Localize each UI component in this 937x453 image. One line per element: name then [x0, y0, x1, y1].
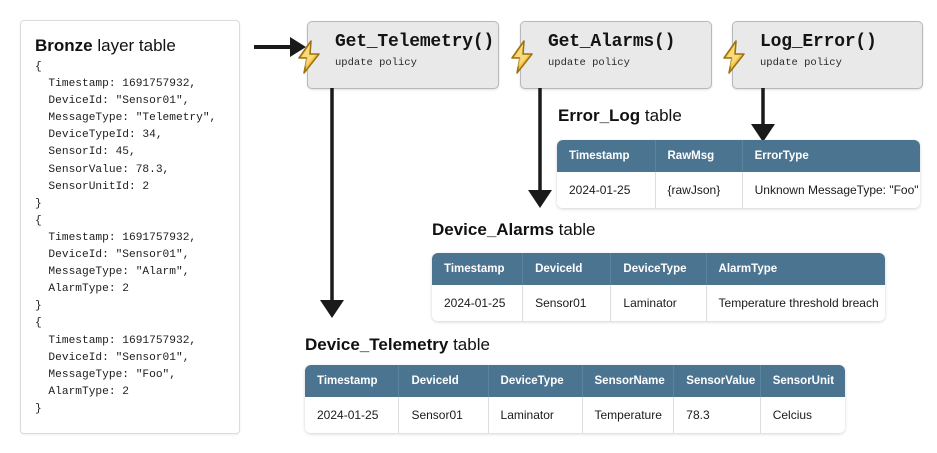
table-cell: Laminator [610, 285, 707, 321]
device-alarms-table: Timestamp DeviceId DeviceType AlarmType … [432, 253, 885, 321]
table-header-row: Timestamp DeviceId DeviceType AlarmType [432, 253, 885, 285]
device-telemetry-title-rest: table [448, 335, 490, 354]
column-header: SensorValue [673, 365, 761, 397]
table-cell: 2024-01-25 [432, 285, 524, 321]
function-box-get-alarms[interactable]: Get_Alarms() update policy [511, 21, 712, 89]
table-cell: 78.3 [673, 397, 761, 433]
function-subtitle-get-telemetry: update policy [335, 57, 417, 69]
table-cell: 2024-01-25 [557, 172, 656, 208]
column-header: SensorName [582, 365, 675, 397]
input-flow-arrow-icon [254, 37, 306, 57]
bronze-layer-json-records: { Timestamp: 1691757932, DeviceId: "Sens… [35, 61, 217, 415]
error-log-title-bold: Error_Log [558, 106, 641, 125]
column-header: DeviceId [398, 365, 489, 397]
column-header: RawMsg [655, 140, 743, 172]
function-box-get-telemetry[interactable]: Get_Telemetry() update policy [298, 21, 499, 89]
column-header: Timestamp [305, 365, 400, 397]
table-cell: Laminator [488, 397, 583, 433]
table-header-row: Timestamp RawMsg ErrorType [557, 140, 920, 172]
table-cell: Unknown MessageType: "Foo" [742, 172, 920, 208]
table-row: 2024-01-25 {rawJson} Unknown MessageType… [557, 172, 920, 208]
device-alarms-table-title: Device_Alarms table [432, 219, 596, 241]
flow-arrow-alarms-to-error-log [528, 88, 552, 208]
column-header: DeviceType [488, 365, 583, 397]
error-log-title-rest: table [640, 106, 682, 125]
column-header: SensorUnit [760, 365, 845, 397]
table-row: 2024-01-25 Sensor01 Laminator Temperatur… [305, 397, 845, 433]
function-subtitle-get-alarms: update policy [548, 57, 630, 69]
bronze-layer-title-rest: layer table [92, 36, 176, 55]
lightning-bolt-icon [511, 40, 533, 74]
table-header-row: Timestamp DeviceId DeviceType SensorName… [305, 365, 845, 397]
table-cell: 2024-01-25 [305, 397, 400, 433]
table-cell: Sensor01 [398, 397, 489, 433]
device-alarms-title-bold: Device_Alarms [432, 220, 554, 239]
device-telemetry-table: Timestamp DeviceId DeviceType SensorName… [305, 365, 845, 433]
function-name-get-alarms: Get_Alarms() [548, 32, 676, 52]
device-telemetry-title-bold: Device_Telemetry [305, 335, 449, 354]
bronze-layer-title-bold: Bronze [35, 36, 93, 55]
bronze-layer-title: Bronze layer table [35, 35, 225, 57]
table-cell: {rawJson} [655, 172, 743, 208]
column-header: DeviceId [522, 253, 612, 285]
table-cell: Temperature [582, 397, 675, 433]
device-telemetry-table-title: Device_Telemetry table [305, 334, 490, 356]
table-cell: Sensor01 [522, 285, 612, 321]
error-log-table-title: Error_Log table [558, 105, 682, 127]
error-log-table: Timestamp RawMsg ErrorType 2024-01-25 {r… [557, 140, 920, 208]
function-name-log-error: Log_Error() [760, 32, 877, 52]
device-alarms-title-rest: table [553, 220, 596, 239]
table-cell: Temperature threshold breach [706, 285, 885, 321]
flow-arrow-telemetry-to-device-telemetry [320, 88, 344, 318]
bronze-layer-panel: Bronze layer table { Timestamp: 16917579… [20, 20, 240, 434]
function-subtitle-log-error: update policy [760, 57, 842, 69]
table-cell: Celcius [760, 397, 845, 433]
table-row: 2024-01-25 Sensor01 Laminator Temperatur… [432, 285, 885, 321]
column-header: ErrorType [742, 140, 920, 172]
flow-arrow-log-error-to-error-log-table [751, 88, 775, 142]
column-header: AlarmType [706, 253, 885, 285]
lightning-bolt-icon [298, 40, 320, 74]
column-header: Timestamp [557, 140, 656, 172]
function-box-log-error[interactable]: Log_Error() update policy [723, 21, 923, 89]
function-name-get-telemetry: Get_Telemetry() [335, 32, 495, 52]
lightning-bolt-icon [723, 40, 745, 74]
column-header: Timestamp [432, 253, 524, 285]
column-header: DeviceType [610, 253, 707, 285]
